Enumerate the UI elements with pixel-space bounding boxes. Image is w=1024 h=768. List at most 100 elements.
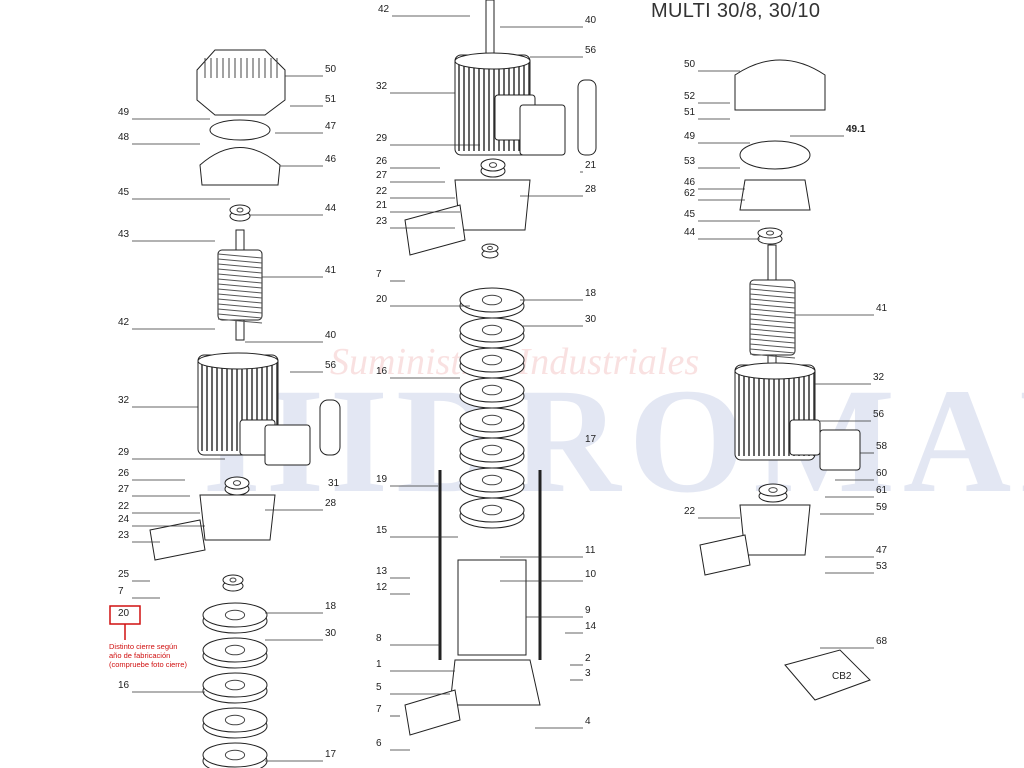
- part-label: 61: [876, 485, 888, 496]
- stage-disc: [459, 467, 525, 493]
- diagram-title: MULTI 30/8, 30/10: [651, 0, 821, 22]
- rotor-bar: [749, 338, 796, 344]
- part-label: 22: [376, 186, 388, 197]
- stage-disc: [459, 437, 525, 463]
- part-label: 47: [325, 121, 337, 132]
- part-label: 53: [876, 561, 888, 572]
- bearing: [757, 227, 783, 239]
- bearing-shield: [199, 147, 281, 186]
- part-label: 1: [376, 659, 382, 670]
- part-label: 4: [585, 716, 591, 727]
- capacitor: [577, 79, 597, 156]
- part-label: 32: [118, 395, 130, 406]
- rotor-bar: [749, 293, 796, 299]
- part-label: 43: [118, 229, 130, 240]
- part-label: 12: [376, 582, 388, 593]
- part-label: 48: [118, 132, 130, 143]
- fan: [739, 140, 811, 170]
- part-label: 26: [118, 468, 130, 479]
- part-label: 45: [684, 209, 696, 220]
- part-label: 42: [118, 317, 130, 328]
- rotor-bar: [217, 308, 263, 314]
- disc-hole: [481, 354, 503, 366]
- part-label: 31: [328, 478, 340, 489]
- part-label: 53: [684, 156, 696, 167]
- disc-hole: [765, 230, 775, 236]
- note-line: (compruebe foto cierre): [109, 660, 187, 669]
- part-label: 13: [376, 566, 388, 577]
- part-label: 56: [585, 45, 597, 56]
- disc-hole: [224, 644, 246, 656]
- disc-hole: [224, 609, 246, 621]
- part-label: 49: [684, 131, 696, 142]
- stage-disc: [202, 672, 268, 698]
- stage-disc: [459, 407, 525, 433]
- part-label: 3: [585, 668, 591, 679]
- part-label: 7: [376, 704, 382, 715]
- pump-head: [739, 504, 811, 556]
- part-label: 7: [118, 586, 124, 597]
- motor-top: [454, 52, 531, 70]
- disc-hole: [481, 414, 503, 426]
- part-label: 50: [325, 64, 337, 75]
- rotor-bar: [217, 273, 263, 279]
- part-label: 40: [325, 330, 337, 341]
- part-label: 29: [376, 133, 388, 144]
- bearing-shield: [739, 179, 811, 211]
- fan: [209, 119, 271, 141]
- part-label: 5: [376, 682, 382, 693]
- flange: [149, 519, 206, 561]
- terminal-cover: [819, 429, 861, 471]
- disc-hole: [224, 714, 246, 726]
- rotor-bar: [217, 298, 263, 304]
- part-label: 41: [876, 303, 888, 314]
- part-label: 32: [873, 372, 885, 383]
- disc-hole: [481, 384, 503, 396]
- disc-hole: [224, 679, 246, 691]
- part-label: 8: [376, 633, 382, 644]
- capacitor: [319, 399, 341, 456]
- part-label: 17: [325, 749, 337, 760]
- pump-head: [454, 179, 531, 231]
- part-label: 32: [376, 81, 388, 92]
- part-label: 27: [118, 484, 130, 495]
- part-label: 29: [118, 447, 130, 458]
- part-label: 49.1: [846, 124, 866, 135]
- part-label: 28: [325, 498, 337, 509]
- disc-hole: [229, 577, 237, 583]
- part-label: 46: [325, 154, 337, 165]
- part-label: 58: [876, 441, 888, 452]
- part-label: 11: [585, 545, 596, 556]
- part-label: 60: [876, 468, 888, 479]
- rotor-bar: [749, 308, 796, 314]
- stage-disc: [459, 317, 525, 343]
- part-label: 24: [118, 514, 130, 525]
- stage-disc: [459, 377, 525, 403]
- part-label: 2: [585, 653, 591, 664]
- connection-box: [784, 649, 871, 701]
- part-label: 27: [376, 170, 388, 181]
- disc-hole: [481, 294, 503, 306]
- flange: [404, 689, 461, 736]
- rotor-bar: [217, 278, 263, 284]
- part-label: 21: [585, 160, 597, 171]
- part-label: CB2: [832, 671, 852, 682]
- stage-disc: [459, 287, 525, 313]
- note-line: Distinto cierre según: [109, 642, 178, 651]
- part-label: 47: [876, 545, 888, 556]
- rotor-bar: [217, 268, 263, 274]
- disc-hole: [236, 207, 244, 213]
- disc-hole: [224, 749, 246, 761]
- part-label: 30: [585, 314, 597, 325]
- rotor-bar: [217, 293, 263, 299]
- rotor-bar: [749, 298, 796, 304]
- note-line: año de fabricación: [109, 651, 171, 660]
- part-label: 23: [118, 530, 130, 541]
- rotor-bar: [749, 348, 796, 354]
- rotor-bar: [749, 283, 796, 289]
- rotor-bar: [217, 253, 263, 259]
- part-label: 62: [684, 188, 696, 199]
- part-label: 7: [376, 269, 382, 280]
- stage-disc: [202, 742, 268, 768]
